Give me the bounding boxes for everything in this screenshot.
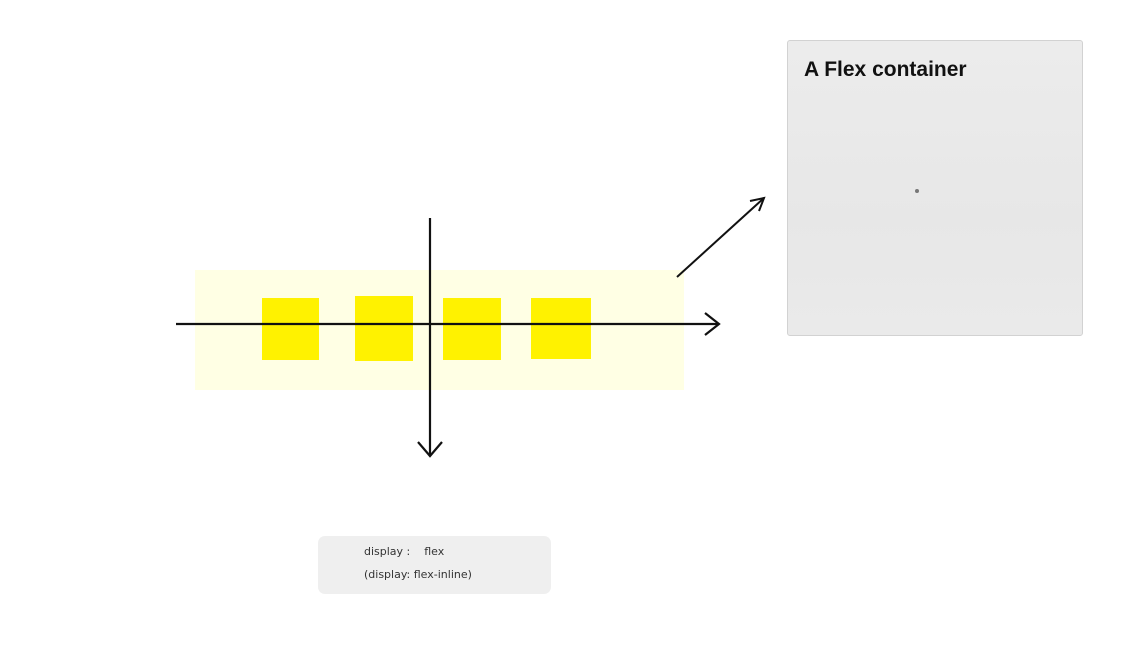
cross-axis-arrowhead	[417, 441, 443, 458]
flex-item-1	[262, 298, 319, 360]
flex-items-group	[262, 296, 591, 361]
flex-container-panel: A Flex container	[787, 40, 1083, 336]
main-axis-arrow-icon	[176, 312, 721, 336]
code-line-display-inline: (display: flex-inline)	[364, 568, 472, 581]
pointer-arrow-line	[676, 197, 765, 278]
panel-title: A Flex container	[804, 58, 967, 81]
code-line-display: display : flex	[364, 545, 445, 558]
cross-axis-arrow-icon	[417, 218, 443, 458]
flex-item-4	[531, 298, 591, 359]
flex-item-3	[443, 298, 501, 360]
pointer-arrow-icon	[676, 196, 766, 278]
code-snippet-box: display : flex (display: flex-inline)	[318, 536, 551, 594]
pointer-arrowhead	[749, 196, 766, 212]
main-axis-arrowhead	[704, 312, 721, 336]
flex-item-2	[355, 296, 413, 361]
panel-dot	[915, 189, 919, 193]
